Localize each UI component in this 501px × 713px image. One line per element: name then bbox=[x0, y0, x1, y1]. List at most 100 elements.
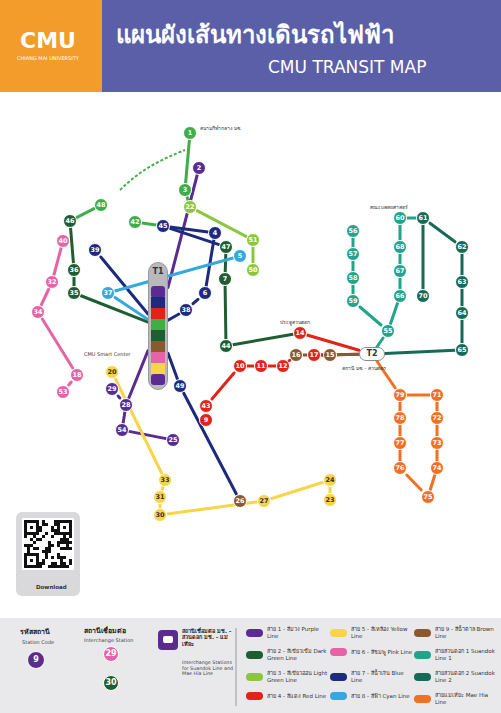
qr-module bbox=[27, 553, 30, 556]
qr-module bbox=[63, 520, 66, 523]
qr-module bbox=[69, 535, 72, 538]
station-circle: 44 bbox=[219, 339, 233, 353]
qr-module bbox=[45, 523, 48, 526]
station-circle: 35 bbox=[67, 286, 81, 300]
qr-module bbox=[30, 520, 33, 523]
route-line bbox=[42, 319, 72, 368]
station-circle: 38 bbox=[179, 303, 193, 317]
route-line bbox=[407, 217, 416, 220]
qr-module bbox=[30, 526, 33, 529]
station-circle: 1 bbox=[183, 126, 197, 140]
qr-module bbox=[57, 541, 60, 544]
station-circle: 54 bbox=[115, 423, 129, 437]
qr-module bbox=[24, 562, 27, 565]
qr-module bbox=[42, 520, 45, 523]
station-code: 25 bbox=[168, 437, 177, 444]
station-circle: 32 bbox=[45, 275, 59, 289]
platform-block bbox=[151, 374, 165, 385]
legend-item: สาย 2 - สีเขียวเข้ม Dark Green Line bbox=[246, 648, 329, 661]
station-circle: 14 bbox=[293, 326, 307, 340]
station-code: 30 bbox=[155, 512, 164, 519]
qr-module bbox=[24, 565, 27, 568]
qr-module bbox=[42, 562, 45, 565]
qr-module bbox=[66, 520, 69, 523]
qr-module bbox=[33, 520, 36, 523]
station-code: 50 bbox=[248, 267, 257, 274]
station-circle: 78 bbox=[393, 411, 407, 425]
qr-module bbox=[69, 532, 72, 535]
qr-module bbox=[36, 523, 39, 526]
station-circle: 11 bbox=[254, 359, 268, 373]
station-code: 3 bbox=[183, 187, 188, 194]
map-label: รหัสสถานี bbox=[20, 628, 50, 636]
route-line bbox=[252, 247, 255, 263]
station-circle: 17 bbox=[307, 348, 321, 362]
legend-item: สายสวนดอก 2 Suandok Line 2 bbox=[414, 670, 497, 683]
station-code: 71 bbox=[432, 392, 441, 399]
platform-block bbox=[151, 363, 165, 374]
station-code: 55 bbox=[383, 328, 392, 335]
station-code: 26 bbox=[235, 498, 244, 505]
station-circle: 67 bbox=[393, 264, 407, 278]
station-code: 56 bbox=[348, 228, 357, 235]
station-code: 40 bbox=[58, 238, 67, 245]
map-label: Interchange Station bbox=[84, 638, 133, 644]
station-code: 63 bbox=[457, 279, 466, 286]
station-circle: 53 bbox=[56, 385, 70, 399]
qr-module bbox=[24, 532, 27, 535]
qr-module bbox=[42, 559, 45, 562]
map-label: สถานี มช. - สวนดอก bbox=[342, 366, 386, 372]
station-code: 45 bbox=[158, 223, 167, 230]
qr-module bbox=[60, 538, 63, 541]
qr-module bbox=[33, 553, 36, 556]
qr-module bbox=[42, 523, 45, 526]
qr-module bbox=[54, 523, 57, 526]
station-circle: 46 bbox=[63, 214, 77, 228]
legend-swatch bbox=[246, 673, 263, 681]
qr-module bbox=[36, 556, 39, 559]
station-code: 34 bbox=[33, 309, 42, 316]
qr-module bbox=[27, 550, 30, 553]
station-code: 9 bbox=[204, 417, 209, 424]
route-line bbox=[436, 425, 439, 436]
qr-module bbox=[66, 547, 69, 550]
station-code: 9 bbox=[33, 656, 39, 664]
station-code: 43 bbox=[201, 403, 210, 410]
qr-module bbox=[36, 565, 39, 568]
map-label: CMU bbox=[20, 28, 76, 53]
legend-swatch bbox=[414, 695, 431, 703]
map-label: Station Code bbox=[22, 640, 54, 646]
qr-module bbox=[30, 553, 33, 556]
station-circle: 75 bbox=[421, 490, 435, 504]
map-label: Download bbox=[36, 584, 67, 590]
qr-module bbox=[69, 523, 72, 526]
qr-module bbox=[36, 526, 39, 529]
station-circle: 45 bbox=[156, 219, 170, 233]
station-code: 64 bbox=[457, 310, 466, 317]
map-label: สนามกีฬากลาง มช. bbox=[200, 126, 241, 132]
qr-module bbox=[63, 532, 66, 535]
qr-module bbox=[69, 529, 72, 532]
platform-block bbox=[151, 341, 165, 352]
qr-module bbox=[57, 556, 60, 559]
qr-module bbox=[54, 532, 57, 535]
legend-swatch bbox=[246, 692, 263, 700]
legend-swatch bbox=[330, 692, 347, 700]
route-line bbox=[129, 431, 166, 438]
qr-module bbox=[36, 529, 39, 532]
station-circle: 36 bbox=[67, 263, 81, 277]
route-line bbox=[461, 289, 464, 306]
station-code: 18 bbox=[72, 372, 81, 379]
legend-text: สายสวนดอก 2 Suandok Line 2 bbox=[435, 670, 497, 683]
station-circle: 74 bbox=[430, 461, 444, 475]
legend-item: สาย 5 - สีเหลือง Yellow Line bbox=[330, 626, 413, 639]
qr-module bbox=[63, 526, 66, 529]
qr-module bbox=[60, 520, 63, 523]
route-line bbox=[142, 223, 156, 225]
qr-module bbox=[63, 547, 66, 550]
station-circle: 76 bbox=[393, 461, 407, 475]
qr-module bbox=[60, 565, 63, 568]
legend-item: สาย 8 - สีฟ้า Cyan Line bbox=[330, 692, 413, 700]
qr-module bbox=[24, 544, 27, 547]
route-line bbox=[184, 393, 237, 494]
